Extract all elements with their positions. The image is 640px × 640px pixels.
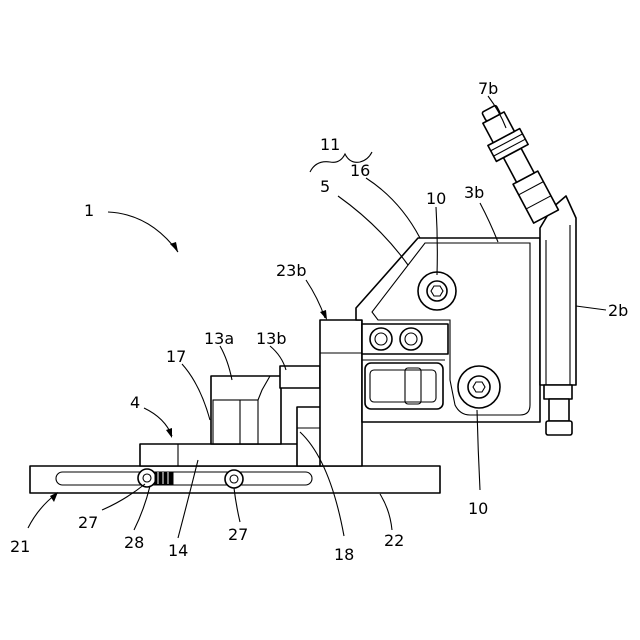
label-23b: 23b xyxy=(276,261,307,280)
label-13a: 13a xyxy=(204,329,234,348)
air-fitting xyxy=(473,100,562,225)
support-column xyxy=(320,320,362,466)
screw-right xyxy=(225,470,243,488)
label-21: 21 xyxy=(10,537,30,556)
label-1: 1 xyxy=(84,201,94,220)
label-14: 14 xyxy=(168,541,188,560)
label-22: 22 xyxy=(384,531,404,550)
cylinder xyxy=(540,196,576,435)
label-16: 16 xyxy=(350,161,370,180)
label-13b: 13b xyxy=(256,329,287,348)
screw-left xyxy=(138,469,156,487)
stopper xyxy=(155,472,173,484)
label-2b: 2b xyxy=(608,301,628,320)
label-3b: 3b xyxy=(464,183,484,202)
label-4: 4 xyxy=(130,393,140,412)
label-10-upper: 10 xyxy=(426,189,446,208)
label-10-lower: 10 xyxy=(468,499,488,518)
label-28: 28 xyxy=(124,533,144,552)
label-18: 18 xyxy=(334,545,354,564)
label-27-right: 27 xyxy=(228,525,248,544)
slide-block xyxy=(140,444,318,466)
pin-bolt-lower xyxy=(458,366,500,408)
label-27-left: 27 xyxy=(78,513,98,532)
label-17: 17 xyxy=(166,347,186,366)
pin-bolt-upper xyxy=(418,272,456,310)
label-7b: 7b xyxy=(478,79,498,98)
socket-bolts xyxy=(362,324,448,354)
label-5: 5 xyxy=(320,177,330,196)
label-11: 11 xyxy=(320,135,340,154)
